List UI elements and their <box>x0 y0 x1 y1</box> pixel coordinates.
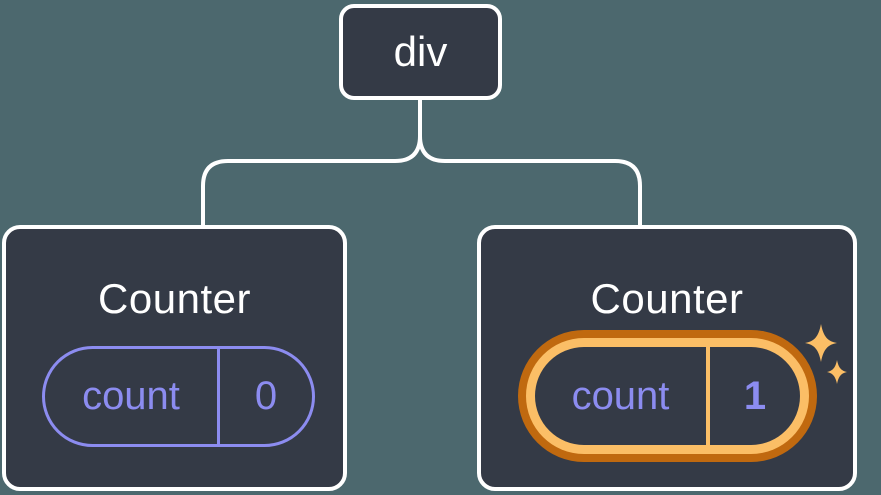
state-pill-label-cell: count <box>535 347 710 445</box>
counter-card-left: Counter count 0 <box>2 225 347 491</box>
state-label: count <box>82 374 180 418</box>
sparkle-small <box>827 360 847 384</box>
connector-left-branch <box>201 98 422 227</box>
state-pill-label-cell: count <box>45 349 220 444</box>
state-value: 1 <box>743 373 767 418</box>
connector-right-branch <box>418 98 642 227</box>
root-node-div: div <box>339 4 502 100</box>
state-label: count <box>571 373 670 418</box>
state-pill-value-cell: 1 <box>710 347 800 445</box>
state-pill-value-cell: 0 <box>220 349 312 444</box>
sparkle-large <box>805 324 837 362</box>
state-value: 0 <box>254 374 278 418</box>
state-pill: count 0 <box>42 346 315 447</box>
root-node-label: div <box>393 28 448 75</box>
state-pill: count 1 <box>535 347 800 445</box>
component-title: Counter <box>98 275 251 322</box>
state-pill-highlight-ring: count 1 <box>518 330 817 462</box>
state-pill-highlight-ring-inner: count 1 <box>526 338 809 454</box>
component-title: Counter <box>590 275 744 322</box>
counter-card-right: Counter count 1 <box>477 225 857 491</box>
